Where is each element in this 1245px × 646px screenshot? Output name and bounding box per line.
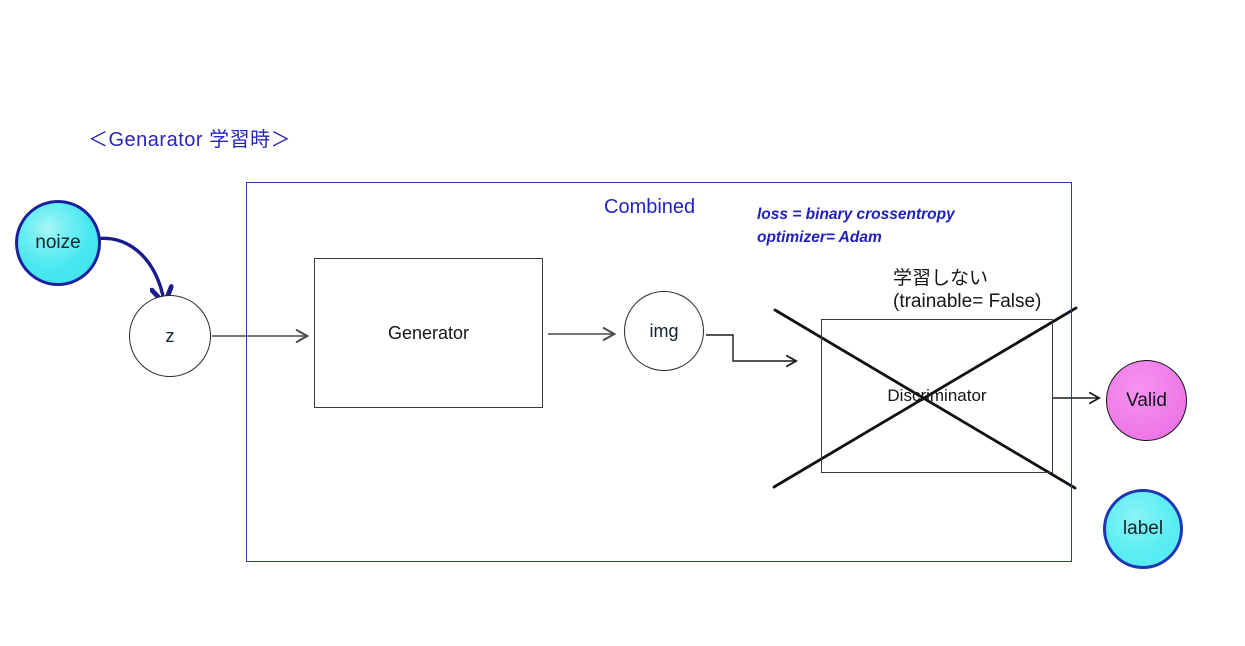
discriminator-label: Discriminator bbox=[887, 386, 987, 405]
combined-boundary-box bbox=[246, 182, 1072, 562]
label-node: label bbox=[1103, 489, 1183, 569]
loss-note-line2: optimizer= Adam bbox=[757, 229, 882, 246]
combined-label: Combined bbox=[604, 196, 696, 218]
z-node: z bbox=[129, 295, 211, 377]
generator-label: Generator bbox=[387, 322, 470, 343]
img-node: img bbox=[624, 291, 704, 371]
discriminator-box: Discriminator bbox=[821, 319, 1053, 473]
label-label: label bbox=[1122, 518, 1164, 539]
no-train-note-line1: 学習しない bbox=[893, 268, 989, 289]
valid-label: Valid bbox=[1126, 389, 1167, 411]
generator-box: Generator bbox=[314, 258, 543, 408]
noize-label: noize bbox=[35, 232, 81, 253]
diagram-title: ＜Genarator 学習時＞ bbox=[88, 129, 292, 151]
z-label: z bbox=[165, 325, 175, 346]
arrow-noize-to-z bbox=[93, 236, 164, 301]
no-train-note-line2: (trainable= False) bbox=[893, 291, 1042, 312]
noize-node: noize bbox=[15, 200, 101, 286]
img-label: img bbox=[649, 320, 679, 341]
loss-note-line1: loss = binary crossentropy bbox=[757, 206, 955, 223]
valid-node: Valid bbox=[1106, 360, 1187, 441]
